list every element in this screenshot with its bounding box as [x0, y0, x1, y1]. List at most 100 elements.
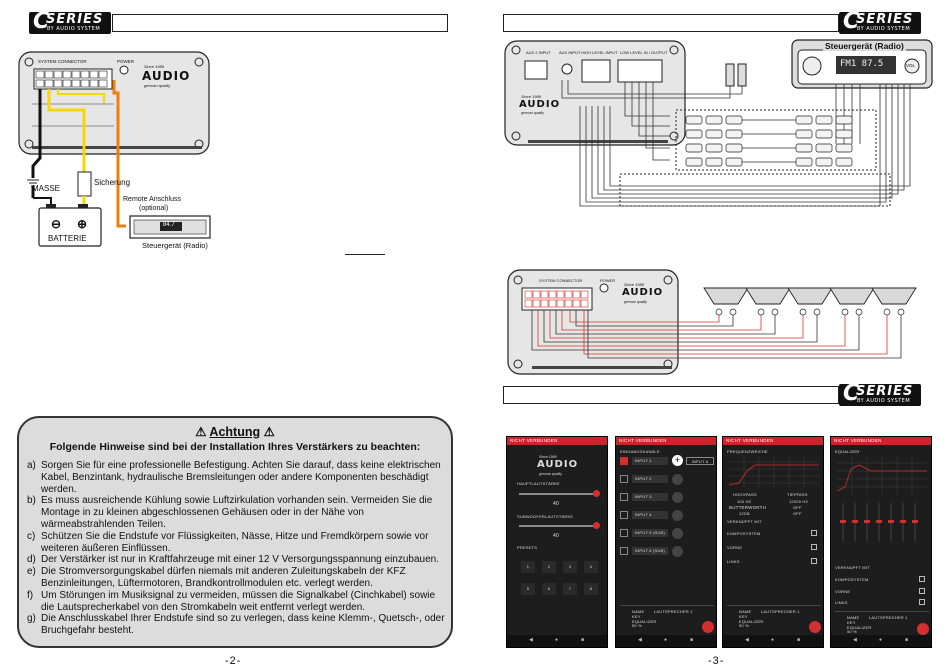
back-icon[interactable]: ◀: [638, 637, 642, 643]
crossover-value-2[interactable]: 12000 HZ: [789, 499, 809, 504]
sub-volume-slider[interactable]: [519, 525, 597, 527]
warning-title: ⚠ Achtung ⚠: [195, 425, 275, 439]
player-bar: NAME LAUTSPRECHER 1 KEY EQUALIZER 50 %: [835, 611, 929, 634]
input-right-button[interactable]: INPUT 6: [686, 457, 714, 465]
player-name: NAME: [847, 615, 860, 620]
small-underline: [345, 254, 385, 255]
input-row-label: INPUT 3: [632, 493, 668, 501]
remote-label: Remote Anschluss: [123, 196, 181, 203]
preset-button[interactable]: 2: [542, 561, 556, 573]
warning-subtitle: Folgende Hinweise sind bei der Installat…: [49, 441, 421, 453]
link-item: VORNE: [727, 545, 743, 550]
head-unit-display: 84.7: [163, 222, 175, 228]
crossover-filter-1[interactable]: BUTTERWORTH: [729, 505, 767, 510]
warning-list: a)Sorgen Sie für eine professionelle Bef…: [27, 460, 447, 637]
link-checkbox[interactable]: [919, 599, 925, 605]
input-toggle[interactable]: [672, 492, 683, 503]
app-screen-inputs: NICHT VERBUNDEN EINGANGSKANÄLE INPUT 1 +…: [615, 436, 717, 648]
amp-brand-logo-left: Since 1989 AUDIO german quality: [142, 64, 191, 88]
link-checkbox[interactable]: [811, 530, 817, 536]
preset-button[interactable]: 7: [563, 583, 577, 595]
warning-box: ⚠ Achtung ⚠ Folgende Hinweise sind bei d…: [17, 416, 453, 648]
input-checkbox[interactable]: [620, 493, 628, 501]
radio-knob-label: VOL: [906, 63, 916, 68]
low-level-label: LOW LEVEL IN / OUTPUT: [620, 50, 668, 55]
link-checkbox[interactable]: [811, 544, 817, 550]
input-checkbox[interactable]: [620, 529, 628, 537]
player-line-2: KEY: [847, 620, 856, 625]
battery-plus-icon: ⊕: [77, 217, 88, 231]
player-name: NAME: [739, 609, 752, 614]
home-icon[interactable]: ●: [771, 637, 775, 643]
list-item: f)Um Störungen im Musiksignal zu vermeid…: [27, 589, 436, 613]
status-bar: NICHT VERBUNDEN: [507, 437, 607, 445]
preset-button[interactable]: 6: [542, 583, 556, 595]
input-toggle[interactable]: [672, 528, 683, 539]
main-volume-slider[interactable]: [519, 493, 597, 495]
player-name: NAME: [632, 609, 645, 614]
crossover-filter-2[interactable]: OFF: [793, 505, 802, 510]
aux2-input-label: AUX 2 INPUT: [526, 50, 551, 55]
preset-button[interactable]: 4: [584, 561, 598, 573]
app-screen-crossover: NICHT VERBUNDEN FREQUENZWEICHE HOCHPASS …: [722, 436, 824, 648]
c-series-logo-right-2: C SERIES BY AUDIO SYSTEM: [839, 381, 921, 406]
input-checkbox[interactable]: [620, 511, 628, 519]
crossover-slope-1[interactable]: 12DB: [739, 511, 750, 516]
equalizer-header: EQUALIZER: [835, 449, 860, 454]
main-volume-label: HAUPTLAUTSTÄRKE: [517, 481, 560, 486]
crossover-graph: [729, 457, 819, 487]
list-item: a)Sorgen Sie für eine professionelle Bef…: [27, 460, 441, 495]
recents-icon[interactable]: ■: [797, 637, 801, 643]
plus-icon[interactable]: +: [672, 455, 683, 466]
radio-display: FM1 87.5: [840, 59, 884, 69]
main-volume-knob[interactable]: [593, 490, 600, 497]
back-icon[interactable]: ◀: [745, 637, 749, 643]
masse-label: MASSE: [32, 184, 61, 193]
sub-volume-knob[interactable]: [593, 522, 600, 529]
floating-action-button[interactable]: [702, 621, 714, 633]
preset-button[interactable]: 1: [521, 561, 535, 573]
list-item: c)Schützen Sie die Endstufe vor Flüssigk…: [27, 530, 429, 554]
preset-button[interactable]: 8: [584, 583, 598, 595]
header-bar-right-2: [503, 386, 839, 404]
input-toggle[interactable]: [672, 510, 683, 521]
page-number-left: -2-: [225, 655, 242, 667]
player-bar: NAME LAUTSPRECHER 1 KEY EQUALIZER 50 %: [620, 605, 714, 628]
back-icon[interactable]: ◀: [529, 637, 533, 643]
player-playlist: LAUTSPRECHER 1: [761, 609, 800, 614]
preset-button[interactable]: 5: [521, 583, 535, 595]
link-checkbox[interactable]: [919, 588, 925, 594]
home-icon[interactable]: ●: [555, 637, 559, 643]
crossover-slope-2[interactable]: OFF: [793, 511, 802, 516]
link-checkbox[interactable]: [811, 558, 817, 564]
presets-label: PRESETS: [517, 545, 538, 550]
equalizer-band-sliders[interactable]: [837, 501, 927, 543]
page-number-right: -3-: [708, 655, 725, 667]
back-icon[interactable]: ◀: [853, 637, 857, 643]
home-icon[interactable]: ●: [879, 637, 883, 643]
floating-action-button[interactable]: [917, 623, 929, 635]
link-header: VERKNÜPFT MIT: [727, 519, 762, 524]
player-playlist: LAUTSPRECHER 1: [869, 615, 908, 620]
remote-optional-label: (optional): [139, 205, 169, 212]
player-line-3: EQUALIZER: [847, 625, 872, 630]
input-checkbox-checked[interactable]: [620, 457, 628, 465]
android-nav-bar: ◀ ● ■: [831, 635, 931, 647]
player-line-2: KEY: [739, 614, 748, 619]
crossover-value-1[interactable]: 100 HZ: [737, 499, 752, 504]
input-checkbox[interactable]: [620, 475, 628, 483]
link-checkbox[interactable]: [919, 576, 925, 582]
recents-icon[interactable]: ■: [690, 637, 694, 643]
link-item: LINKS: [835, 600, 848, 605]
home-icon[interactable]: ●: [664, 637, 668, 643]
input-toggle[interactable]: [672, 474, 683, 485]
link-item: LINKS: [727, 559, 740, 564]
input-toggle[interactable]: [672, 546, 683, 557]
high-level-input-label: HIGH LEVEL INPUT: [581, 50, 618, 55]
input-checkbox[interactable]: [620, 547, 628, 555]
recents-icon[interactable]: ■: [581, 637, 585, 643]
sub-volume-value: 40: [553, 533, 559, 539]
recents-icon[interactable]: ■: [905, 637, 909, 643]
floating-action-button[interactable]: [809, 621, 821, 633]
preset-button[interactable]: 3: [563, 561, 577, 573]
